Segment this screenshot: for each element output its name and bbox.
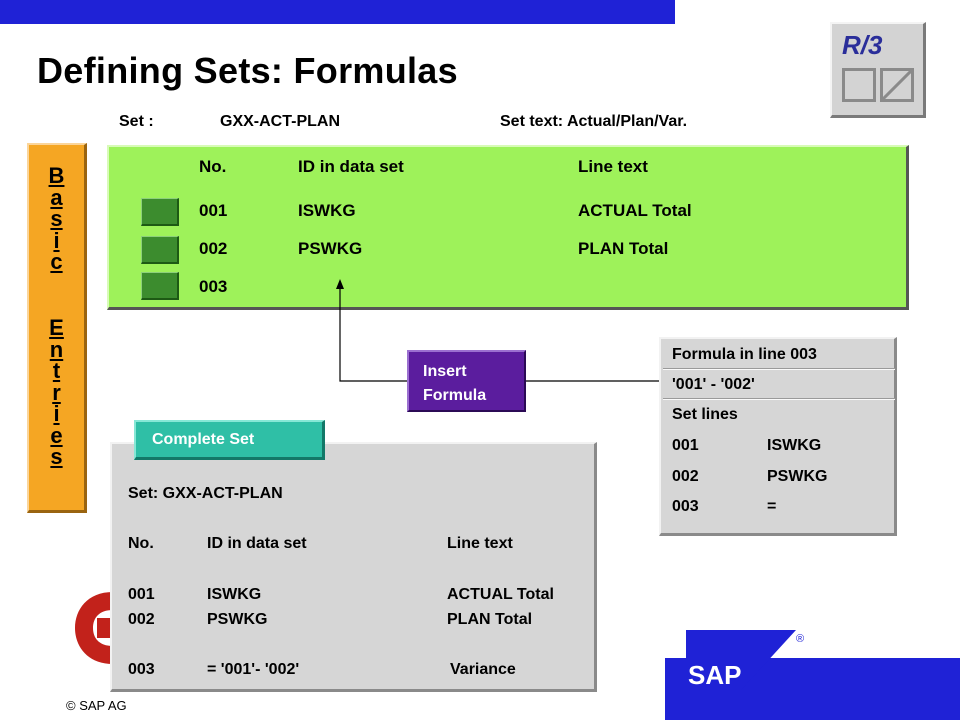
complete-row-no: 001 [128,586,155,603]
col-header-id: ID in data set [298,157,404,176]
complete-row-line-text: Variance [450,661,516,678]
insert-formula-label-2: Formula [423,387,487,404]
logo-slash-square-icon [880,68,914,102]
sap-logo: SAP ® [686,630,804,690]
row-line-text[interactable]: ACTUAL Total [578,201,692,220]
logo-square-icon [842,68,876,102]
bottom-blue-bar-right [932,658,960,720]
row-line-text[interactable]: PLAN Total [578,239,669,258]
entries-label: E n t r i e s [49,315,64,469]
basic-label: B a s i c [48,163,65,274]
insert-formula-button[interactable]: Insert Formula [407,350,526,412]
complete-set-panel [110,442,597,692]
complete-set-name: Set: GXX-ACT-PLAN [128,485,283,502]
complete-row-id: = '001'- '002' [207,661,300,678]
row-select-button[interactable] [141,236,179,264]
row-no: 002 [199,239,228,258]
col-header-line-text: Line text [578,157,648,176]
registered-mark: ® [796,633,804,645]
formula-panel [659,337,897,536]
complete-col-id: ID in data set [207,535,307,552]
complete-row-id: ISWKG [207,586,262,603]
set-lines-label: Set lines [672,406,738,423]
set-text: Set text: Actual/Plan/Var. [500,113,688,130]
set-editor-panel [107,145,909,310]
complete-row-id: PSWKG [207,611,268,628]
formula-line-no: 001 [672,437,699,454]
row-select-button[interactable] [141,272,179,300]
set-value: GXX-ACT-PLAN [220,113,340,130]
copyright: © SAP AG [66,698,127,713]
row-id[interactable]: ISWKG [298,201,356,220]
row-no: 001 [199,201,228,220]
complete-col-line-text: Line text [447,535,513,552]
basic-entries-sidebar: B a s i c E n t r i e s [27,143,87,513]
complete-set-tab[interactable]: Complete Set [134,420,325,460]
top-bar [0,0,675,24]
complete-row-line-text: ACTUAL Total [447,586,554,603]
page-title: Defining Sets: Formulas [37,50,458,91]
row-select-button[interactable] [141,198,179,226]
complete-row-line-text: PLAN Total [447,611,533,628]
row-id[interactable]: PSWKG [298,239,363,258]
r3-logo: R/3 [830,22,926,118]
formula-line-id: PSWKG [767,468,828,485]
formula-line-no: 003 [672,498,699,515]
formula-line-id: = [767,498,777,515]
col-header-no: No. [199,157,227,176]
formula-line-no: 002 [672,468,699,485]
complete-row-no: 003 [128,661,155,678]
formula-title: Formula in line 003 [672,346,817,363]
arrow-up-icon [336,279,344,289]
complete-col-no: No. [128,535,154,552]
set-label: Set : [119,113,154,130]
formula-input[interactable]: '001' - '002' [672,376,755,393]
r3-logo-text: R/3 [842,30,883,60]
complete-row-no: 002 [128,611,155,628]
row-no: 003 [199,277,228,296]
formula-line-id: ISWKG [767,437,822,454]
insert-formula-label-1: Insert [423,363,467,380]
sap-logo-text: SAP [688,660,741,690]
